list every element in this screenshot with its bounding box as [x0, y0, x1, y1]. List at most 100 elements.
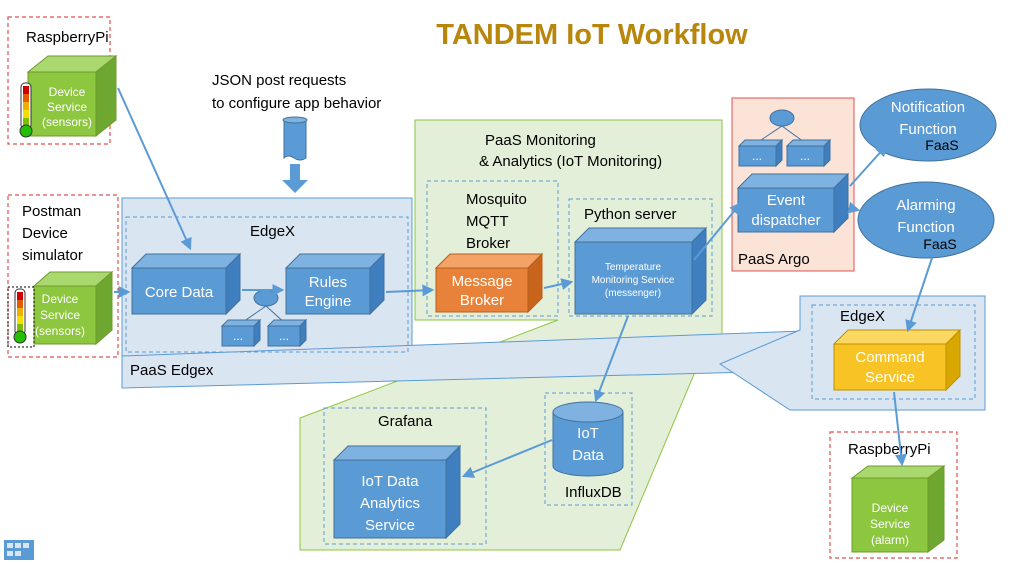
container-logo-icon: [4, 540, 34, 560]
small-box-left-2: [266, 318, 308, 348]
cloud-network-icon: [239, 289, 287, 325]
small-box-argo-2: [785, 138, 832, 168]
mosquito-label-1: Mosquito: [466, 191, 527, 208]
arrow-alarming-to-command: [905, 257, 933, 333]
arrow-command-to-rpi: [893, 391, 907, 467]
rpi-bottom-device-text-2: Service: [870, 517, 910, 531]
rules-engine-label-2: Engine: [305, 293, 352, 310]
iot-analytics-label-2: Analytics: [360, 495, 420, 512]
mosquito-label-2: MQTT: [466, 213, 509, 230]
arrow-temp-to-event: [693, 202, 742, 261]
rpi-top-device-text-2: Service: [47, 100, 87, 114]
event-dispatcher-box: [736, 172, 850, 234]
small-box-left-1-label: ...: [233, 329, 243, 343]
notification-function: [859, 88, 997, 162]
python-server-label: Python server: [584, 206, 677, 223]
rpi-top-device-cube: [26, 54, 118, 138]
core-data-label: Core Data: [145, 284, 214, 301]
postman-device-text-3: (sensors): [35, 324, 85, 338]
command-service-box: [832, 328, 962, 392]
monitoring-title-2: & Analytics (IoT Monitoring): [479, 153, 662, 170]
alarming-function: [857, 181, 995, 259]
command-service-label-1: Command: [855, 349, 924, 366]
edgex-left-label: EdgeX: [250, 223, 295, 240]
event-dispatcher-label-1: Event: [767, 192, 806, 209]
rpi-bottom-device-text-1: Device: [872, 501, 909, 515]
paas-argo-label: PaaS Argo: [738, 251, 810, 268]
rpi-bottom-label: RaspberryPi: [848, 441, 931, 458]
notification-label-1: Notification: [891, 99, 965, 116]
rpi-top-label: RaspberryPi: [26, 29, 109, 46]
small-box-argo-1: [737, 138, 784, 168]
rpi-top-border: [7, 16, 111, 145]
arrow-temp-to-influx: [593, 315, 629, 403]
arrow-influx-to-analytics: [461, 439, 553, 478]
edgex-right-border: [811, 304, 976, 400]
temperature-service-label-2: Monitoring Service: [592, 275, 675, 286]
rpi-top-device-text-3: (sensors): [42, 115, 92, 129]
monitoring-title-1: PaaS Monitoring: [485, 132, 596, 149]
down-arrow-icon: [282, 164, 308, 193]
message-broker-box: [434, 252, 544, 314]
paas-edgex-label: PaaS Edgex: [130, 362, 214, 379]
small-box-left-1: [220, 318, 262, 348]
grafana-label: Grafana: [378, 413, 433, 430]
small-box-argo-1-label: ...: [752, 149, 762, 163]
json-note-2: to configure app behavior: [212, 95, 381, 112]
arrow-broker-to-temp: [543, 278, 574, 290]
core-data-box: [130, 252, 242, 316]
python-border: [568, 198, 713, 317]
arrow-event-to-alarming: [847, 201, 861, 214]
iot-analytics-box: [332, 444, 462, 540]
grafana-border: [323, 407, 487, 545]
influxdb-label: InfluxDB: [565, 484, 622, 501]
thermometer-icon: [13, 288, 27, 344]
postman-device-cube: [32, 270, 114, 346]
small-box-left-2-label: ...: [279, 329, 289, 343]
postman-selection-box: [7, 286, 35, 348]
notification-label-2: Function: [899, 121, 957, 138]
postman-label-1: Postman: [22, 203, 81, 220]
edgex-right-label: EdgeX: [840, 308, 885, 325]
arrow-event-to-notification: [849, 144, 888, 187]
alarming-faas: FaaS: [923, 236, 956, 252]
iot-analytics-label-3: Service: [365, 517, 415, 534]
alarming-label-1: Alarming: [896, 197, 955, 214]
temperature-service-label-3: (messenger): [605, 288, 661, 299]
edgex-left-border: [125, 216, 409, 353]
message-broker-label-2: Broker: [460, 292, 504, 309]
postman-border: [7, 194, 119, 358]
command-service-label-2: Service: [865, 369, 915, 386]
diagram-title: TANDEM IoT Workflow: [436, 19, 748, 51]
notification-faas: FaaS: [925, 137, 958, 153]
postman-device-text-2: Service: [40, 308, 80, 322]
thermometer-icon: [19, 82, 33, 138]
postman-label-2: Device: [22, 225, 68, 242]
iot-data-label-2: Data: [572, 447, 604, 464]
rpi-bottom-device-cube: [850, 465, 946, 553]
rpi-top-device-text-1: Device: [49, 85, 86, 99]
mosquito-label-3: Broker: [466, 235, 510, 252]
iot-data-label-1: IoT: [577, 425, 599, 442]
message-broker-label-1: Message: [452, 273, 513, 290]
rpi-bottom-border: [829, 431, 958, 559]
json-note-1: JSON post requests: [212, 72, 346, 89]
influx-border: [544, 392, 633, 506]
postman-label-3: simulator: [22, 247, 83, 264]
small-box-argo-2-label: ...: [800, 149, 810, 163]
rules-engine-label-1: Rules: [309, 274, 347, 291]
alarming-label-2: Function: [897, 219, 955, 236]
event-dispatcher-label-2: dispatcher: [751, 212, 820, 229]
arrow-rpi-to-core: [117, 87, 192, 251]
iot-data-database: [552, 401, 624, 477]
cloud-network-icon: [757, 109, 805, 143]
mosquito-border: [426, 180, 559, 317]
rpi-bottom-device-text-3: (alarm): [871, 533, 909, 547]
scroll-icon: [282, 116, 308, 161]
temperature-service-label-1: Temperature: [605, 262, 662, 273]
arrow-rules-to-broker: [385, 284, 435, 297]
postman-device-text-1: Device: [42, 292, 79, 306]
rules-engine-box: [284, 252, 386, 316]
iot-analytics-label-1: IoT Data: [361, 473, 419, 490]
